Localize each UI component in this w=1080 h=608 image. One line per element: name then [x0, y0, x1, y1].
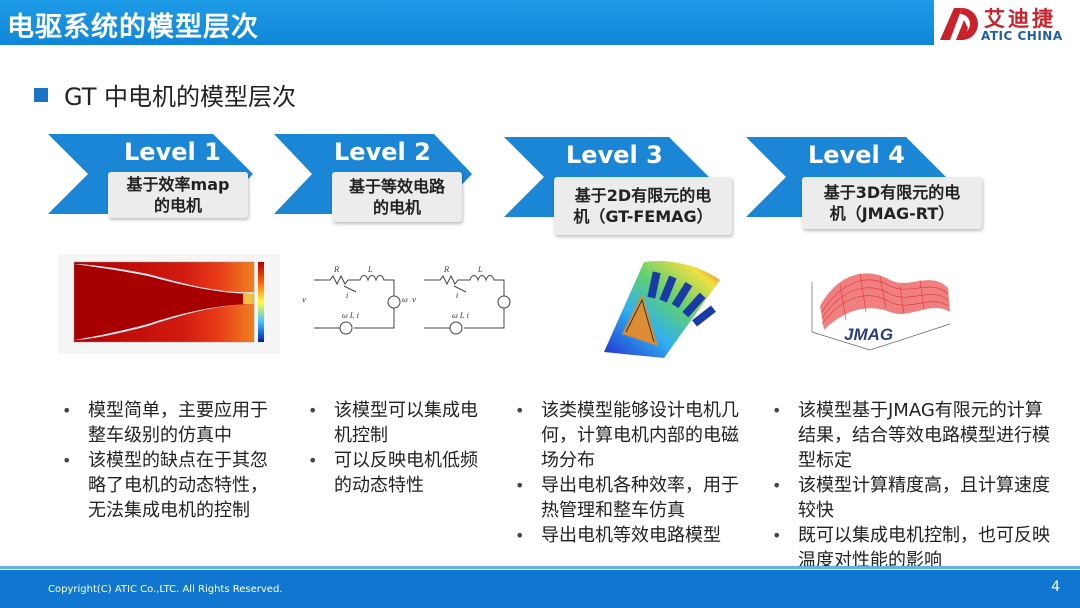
svg-text:L: L: [477, 266, 483, 274]
copyright-text: Copyright(C) ATIC Co.,LTC. All Rights Re…: [48, 584, 283, 595]
section-title-text: GT 中电机的模型层次: [64, 83, 297, 111]
desc-line: 机（JMAG-RT）: [829, 204, 955, 223]
jmag-3d-surface-image: JMAG: [800, 260, 960, 356]
list-item: 导出电机各种效率，用于热管理和整车仿真: [515, 473, 755, 523]
svg-text:v: v: [412, 296, 416, 304]
svg-text:ω: ω: [402, 296, 408, 304]
level-4-bullet-list: 该模型基于JMAG有限元的计算结果，结合等效电路模型进行模型标定 该模型计算精度…: [772, 398, 1052, 573]
logo-english-text: ATIC CHINA: [981, 29, 1063, 43]
level-1-description: 基于效率map 的电机: [108, 172, 248, 218]
square-bullet-icon: [34, 87, 48, 102]
section-heading: GT 中电机的模型层次: [34, 77, 296, 112]
list-item: 该模型计算精度高，且计算速度较快: [772, 473, 1052, 523]
level-3-bullet-list: 该类模型能够设计电机几何，计算电机内部的电磁场分布 导出电机各种效率，用于热管理…: [515, 398, 755, 548]
desc-line: 基于等效电路: [348, 177, 445, 196]
header-bar: 电驱系统的模型层次: [0, 0, 1080, 45]
list-item: 该模型基于JMAG有限元的计算结果，结合等效电路模型进行模型标定: [772, 398, 1052, 473]
level-3-description: 基于2D有限元的电 机（GT-FEMAG）: [554, 177, 732, 235]
company-logo: 艾迪捷 ATIC CHINA: [934, 0, 1080, 48]
page-number: 4: [1051, 579, 1060, 595]
equivalent-circuit-image: R L v i ω ω L i R L v i ω L i: [294, 258, 526, 346]
desc-line: 的电机: [153, 196, 202, 215]
level-2-bullet-list: 该模型可以集成电机控制 可以反映电机低频的动态特性: [308, 398, 488, 498]
desc-line: 的电机: [372, 198, 421, 217]
svg-text:L: L: [367, 266, 373, 274]
slide-title: 电驱系统的模型层次: [7, 12, 259, 43]
level-1-label: Level 1: [124, 138, 221, 166]
list-item: 该类模型能够设计电机几何，计算电机内部的电磁场分布: [515, 398, 755, 473]
svg-text:i: i: [456, 292, 458, 300]
fem-2d-motor-image: [594, 254, 724, 360]
level-4-description: 基于3D有限元的电 机（JMAG-RT）: [802, 177, 982, 229]
list-item: 导出电机等效电路模型: [515, 523, 755, 548]
desc-line: 基于效率map: [126, 175, 230, 194]
list-item: 模型简单，主要应用于整车级别的仿真中: [62, 398, 282, 448]
svg-text:i: i: [346, 292, 348, 300]
footer-divider: [0, 566, 1080, 569]
atic-logo-icon: [940, 8, 978, 40]
footer-bar: Copyright(C) ATIC Co.,LTC. All Rights Re…: [0, 570, 1080, 608]
list-item: 既可以集成电机控制，也可反映温度对性能的影响: [772, 523, 1052, 573]
level-3-label: Level 3: [566, 141, 663, 169]
desc-line: 机（GT-FEMAG）: [573, 207, 713, 226]
desc-line: 基于3D有限元的电: [823, 183, 961, 202]
logo-chinese-text: 艾迪捷: [984, 7, 1056, 31]
list-item: 可以反映电机低频的动态特性: [308, 448, 488, 498]
list-item: 该模型可以集成电机控制: [308, 398, 488, 448]
level-2-description: 基于等效电路 的电机: [332, 172, 462, 222]
level-1-bullet-list: 模型简单，主要应用于整车级别的仿真中 该模型的缺点在于其忽略了电机的动态特性，无…: [62, 398, 282, 523]
svg-text:R: R: [443, 266, 450, 274]
level-2-label: Level 2: [334, 138, 431, 166]
desc-line: 基于2D有限元的电: [574, 186, 712, 205]
svg-text:ω L i: ω L i: [452, 312, 469, 320]
level-2-block: Level 2 基于等效电路 的电机: [274, 134, 474, 226]
svg-text:ω L i: ω L i: [342, 312, 359, 320]
svg-text:v: v: [302, 296, 306, 304]
level-4-block: Level 4 基于3D有限元的电 机（JMAG-RT）: [746, 137, 986, 233]
level-3-block: Level 3 基于2D有限元的电 机（GT-FEMAG）: [504, 137, 736, 239]
jmag-logo-text: JMAG: [844, 325, 893, 344]
list-item: 该模型的缺点在于其忽略了电机的动态特性，无法集成电机的控制: [62, 448, 282, 523]
level-4-label: Level 4: [808, 141, 905, 169]
efficiency-map-image: [58, 254, 280, 354]
level-1-block: Level 1 基于效率map 的电机: [48, 134, 258, 224]
svg-text:R: R: [333, 266, 340, 274]
